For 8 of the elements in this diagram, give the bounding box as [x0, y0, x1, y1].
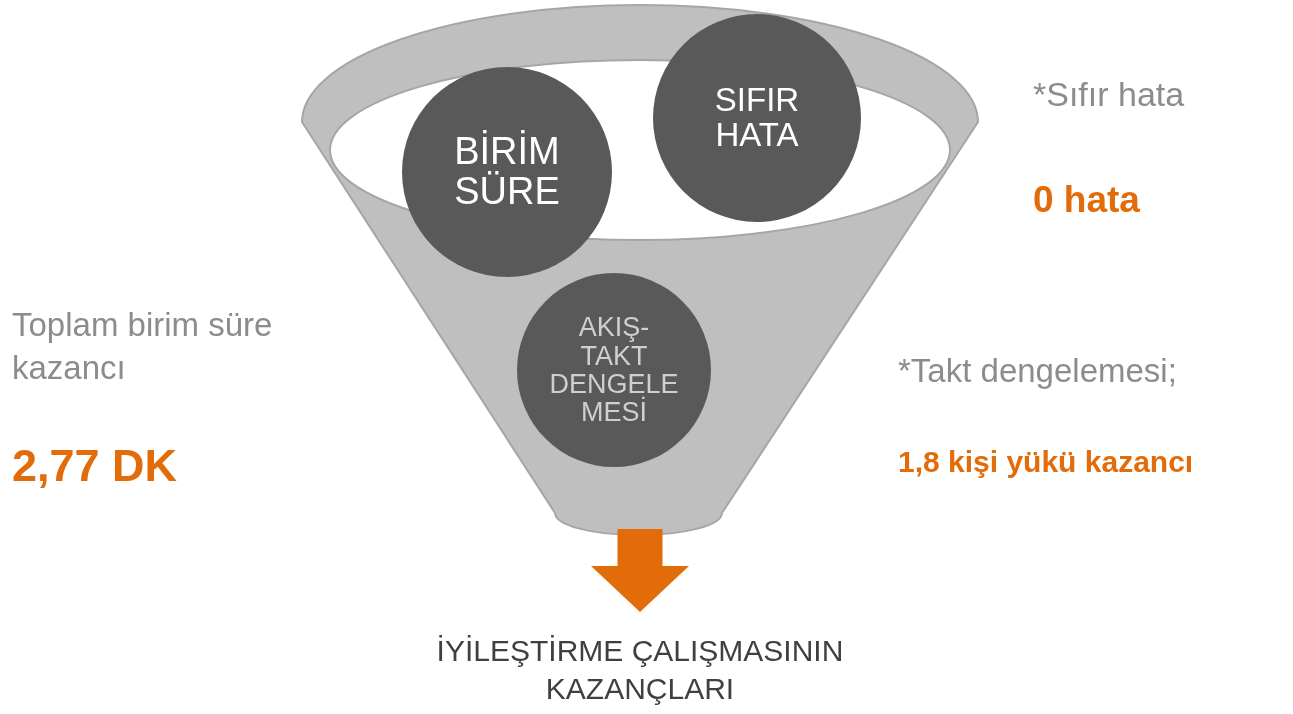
value-text: 0 hata [1033, 178, 1140, 222]
note-text: *Sıfır hata [1033, 74, 1185, 115]
note-text: Toplam birim süre kazancı [12, 305, 274, 388]
value-text: 2,77 DK [12, 439, 178, 493]
note-text: *Takt dengelemesi; [898, 351, 1177, 391]
value-text: 1,8 kişi yükü kazancı [898, 444, 1194, 480]
result-heading: İYİLEŞTİRME ÇALIŞMASININ KAZANÇLARI [435, 633, 845, 707]
down-arrow [591, 529, 689, 612]
